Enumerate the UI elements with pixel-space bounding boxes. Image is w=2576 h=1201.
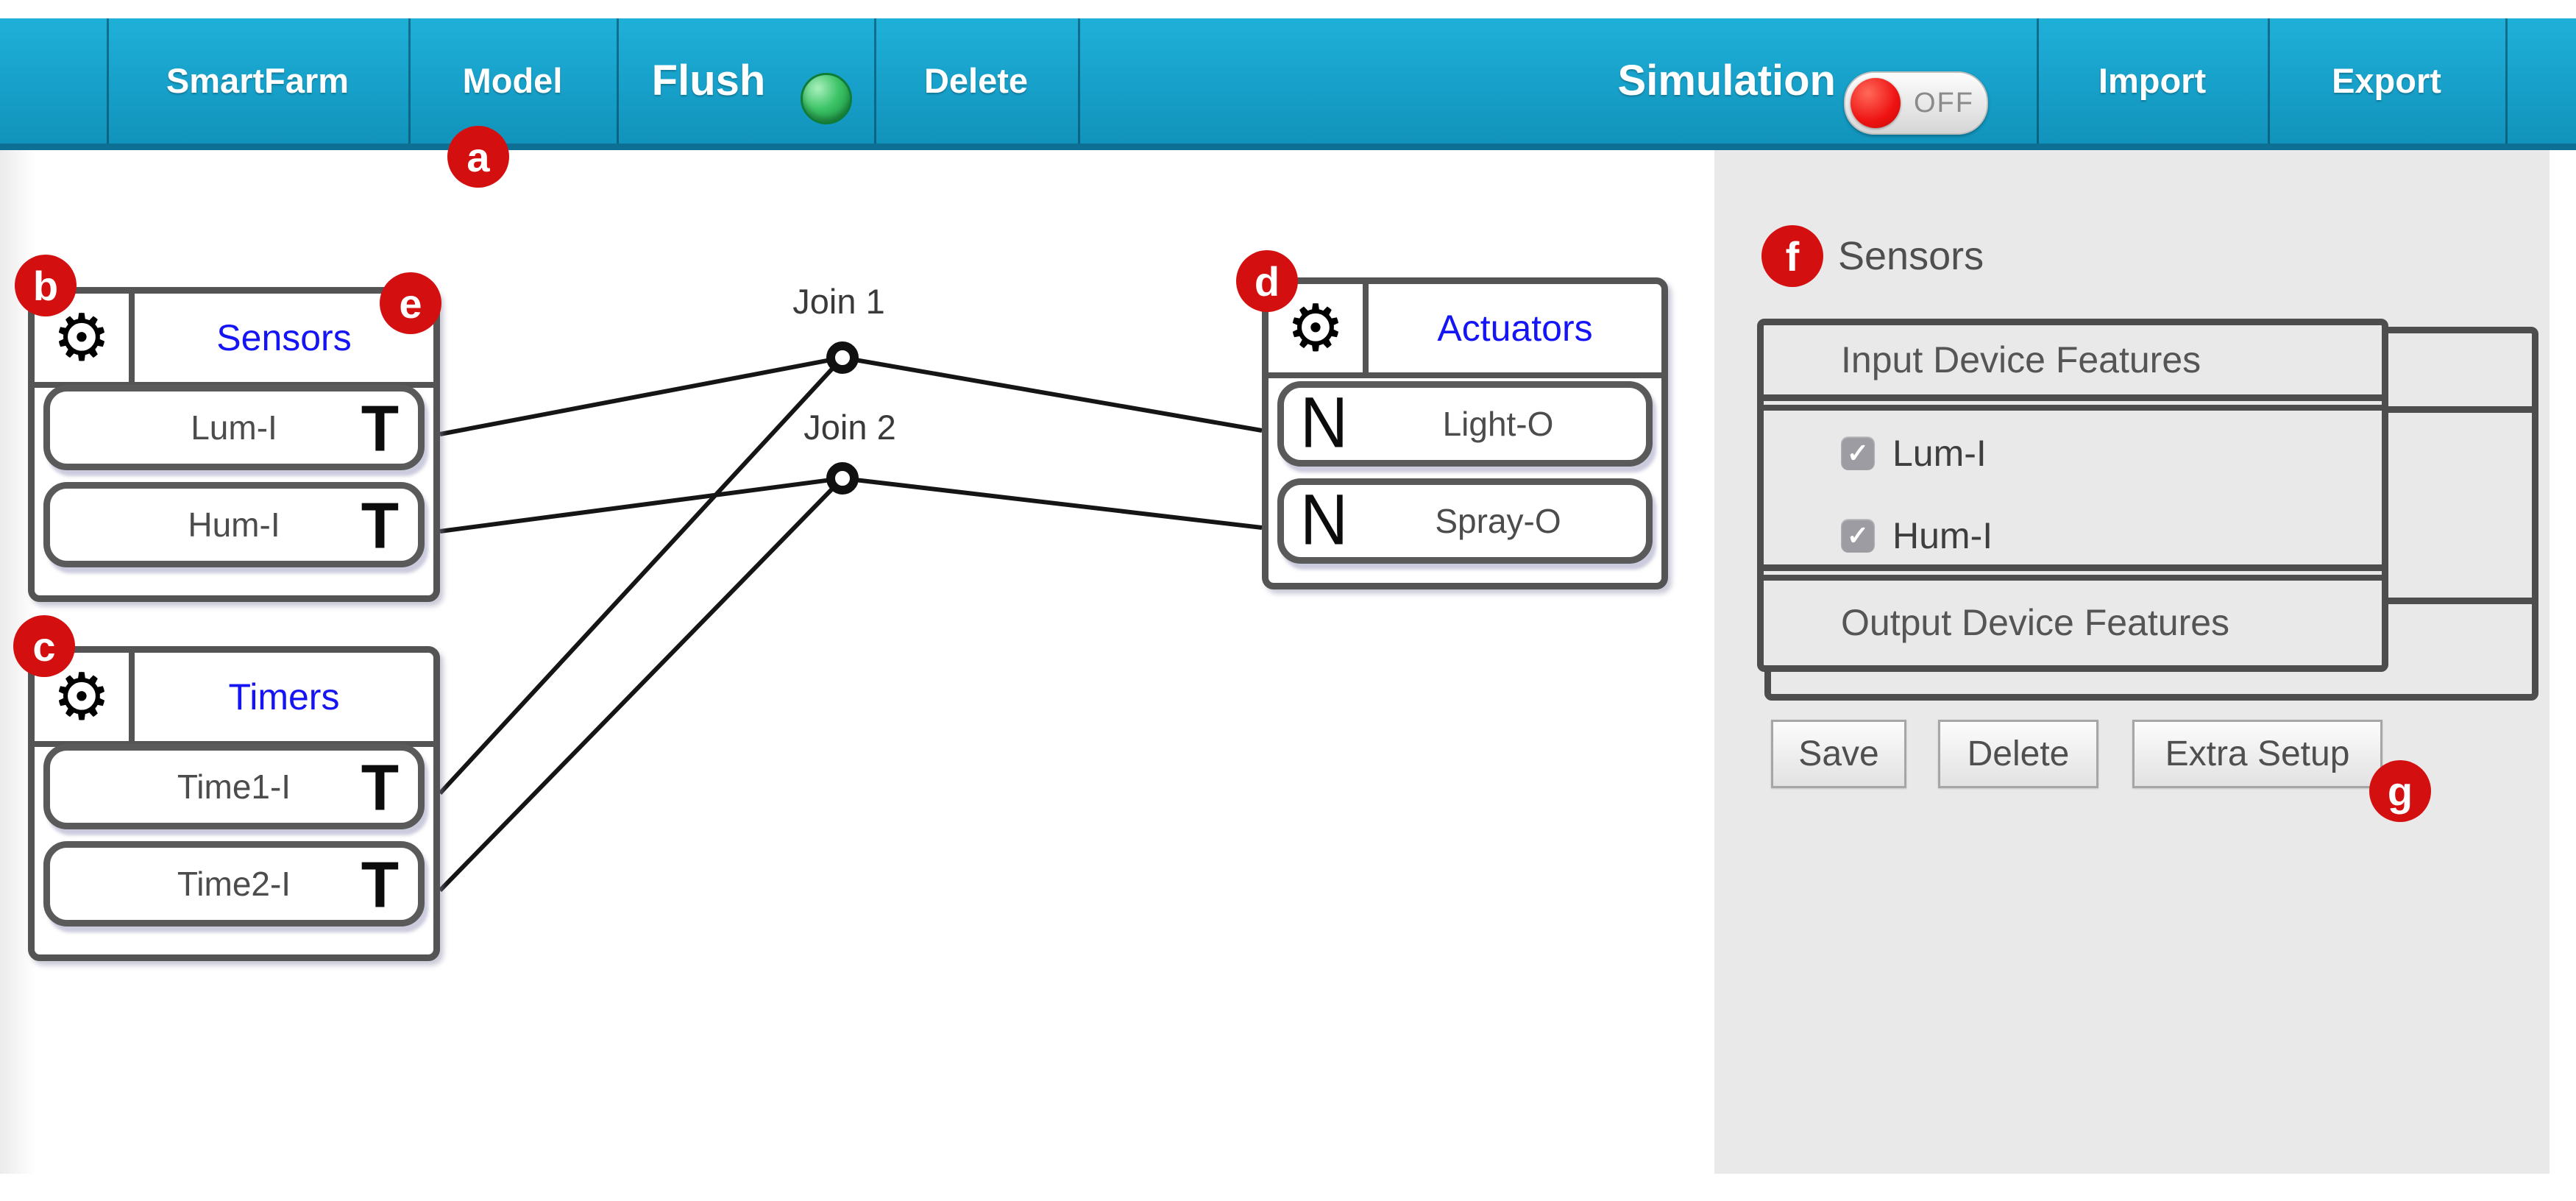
toolbar-separator [2037, 18, 2039, 144]
port-spray-o[interactable]: N Spray-O [1277, 478, 1653, 564]
annotation-badge-e: e [380, 272, 441, 334]
port-time1-i[interactable]: Time1-I T [43, 744, 425, 829]
flush-button[interactable]: Flush [651, 57, 766, 104]
join-label: Join 1 [792, 282, 885, 321]
output-port-n-icon: N [1300, 481, 1348, 560]
join-label: Join 2 [803, 408, 896, 447]
node-sensors[interactable]: ⚙ Sensors Lum-I T Hum-I T [28, 287, 440, 602]
port-label: Time1-I [177, 768, 291, 806]
smartfarm-menu-button[interactable]: SmartFarm [166, 61, 350, 100]
checkbox-label: Hum-I [1892, 515, 1993, 556]
join-node[interactable] [826, 341, 859, 374]
port-label: Time2-I [177, 865, 291, 903]
checkbox-checked-icon[interactable]: ✓ [1841, 436, 1875, 470]
node-title: Actuators [1437, 308, 1593, 349]
import-button[interactable]: Import [2098, 61, 2207, 100]
delete-menu-button[interactable]: Delete [923, 61, 1029, 100]
connection-line [439, 355, 843, 436]
gear-icon[interactable]: ⚙ [35, 294, 135, 382]
annotation-badge-c: c [13, 615, 75, 677]
port-label: Hum-I [188, 506, 280, 544]
node-header: ⚙ Timers [35, 653, 433, 747]
annotation-badge-d: d [1236, 250, 1298, 312]
properties-panel: f Sensors Input Device Features ✓ Lum-I … [1714, 144, 2550, 1174]
extra-setup-button[interactable]: Extra Setup [2132, 720, 2382, 788]
panel-title: Sensors [1838, 234, 1984, 278]
toolbar-separator [2505, 18, 2508, 144]
connection-line [842, 476, 1263, 530]
input-port-t-icon: T [361, 751, 399, 824]
annotation-badge-f: f [1761, 225, 1823, 287]
port-light-o[interactable]: N Light-O [1277, 381, 1653, 467]
node-title: Sensors [216, 317, 352, 358]
table-divider [1764, 564, 2382, 581]
node-timers[interactable]: ⚙ Timers Time1-I T Time2-I T [28, 646, 440, 961]
output-port-n-icon: N [1300, 383, 1348, 463]
connection-line [842, 355, 1263, 433]
input-features-header: Input Device Features [1841, 339, 2201, 380]
connection-line [438, 355, 845, 796]
toolbar: SmartFarm Model Flush Delete Simulation … [0, 18, 2576, 150]
feature-checkbox-row[interactable]: ✓ Lum-I [1841, 433, 1987, 474]
input-port-t-icon: T [361, 489, 399, 562]
join-node[interactable] [826, 462, 859, 495]
toolbar-separator [2268, 18, 2270, 144]
input-port-t-icon: T [361, 392, 399, 465]
toolbar-separator [617, 18, 619, 144]
port-hum-i[interactable]: Hum-I T [43, 482, 425, 567]
connection-line [439, 476, 843, 534]
checkbox-checked-icon[interactable]: ✓ [1841, 519, 1875, 553]
toggle-state-label: OFF [1914, 88, 1974, 118]
toolbar-separator [874, 18, 876, 144]
simulation-toggle[interactable]: OFF [1844, 71, 1988, 135]
node-title: Timers [228, 676, 340, 718]
node-header: ⚙ Actuators [1269, 284, 1661, 378]
port-label: Spray-O [1435, 502, 1561, 540]
node-actuators[interactable]: ⚙ Actuators N Light-O N Spray-O [1262, 277, 1668, 589]
export-button[interactable]: Export [2332, 61, 2441, 100]
gear-icon[interactable]: ⚙ [1269, 284, 1369, 372]
toolbar-separator [107, 18, 109, 144]
port-label: Lum-I [191, 408, 277, 447]
annotation-badge-g: g [2369, 760, 2431, 822]
toolbar-separator [408, 18, 411, 144]
feature-checkbox-row[interactable]: ✓ Hum-I [1841, 515, 1993, 556]
input-port-t-icon: T [361, 848, 399, 921]
model-menu-button[interactable]: Model [462, 61, 563, 100]
toggle-knob-icon [1851, 78, 1901, 128]
node-header: ⚙ Sensors [35, 294, 433, 388]
save-button[interactable]: Save [1771, 720, 1906, 788]
delete-button[interactable]: Delete [1938, 720, 2098, 788]
flush-status-led-icon [801, 73, 852, 124]
annotation-badge-b: b [15, 255, 77, 316]
checkbox-label: Lum-I [1892, 433, 1987, 474]
port-label: Light-O [1442, 405, 1554, 443]
feature-table: Input Device Features ✓ Lum-I ✓ Hum-I Ou… [1757, 319, 2388, 672]
annotation-badge-a: a [447, 126, 509, 188]
table-divider [1764, 394, 2382, 411]
port-lum-i[interactable]: Lum-I T [43, 385, 425, 470]
output-features-header: Output Device Features [1841, 601, 2230, 643]
port-time2-i[interactable]: Time2-I T [43, 841, 425, 927]
connection-line [438, 476, 845, 893]
toolbar-separator [1078, 18, 1080, 144]
gear-icon[interactable]: ⚙ [35, 653, 135, 741]
simulation-label: Simulation [1617, 57, 1836, 104]
